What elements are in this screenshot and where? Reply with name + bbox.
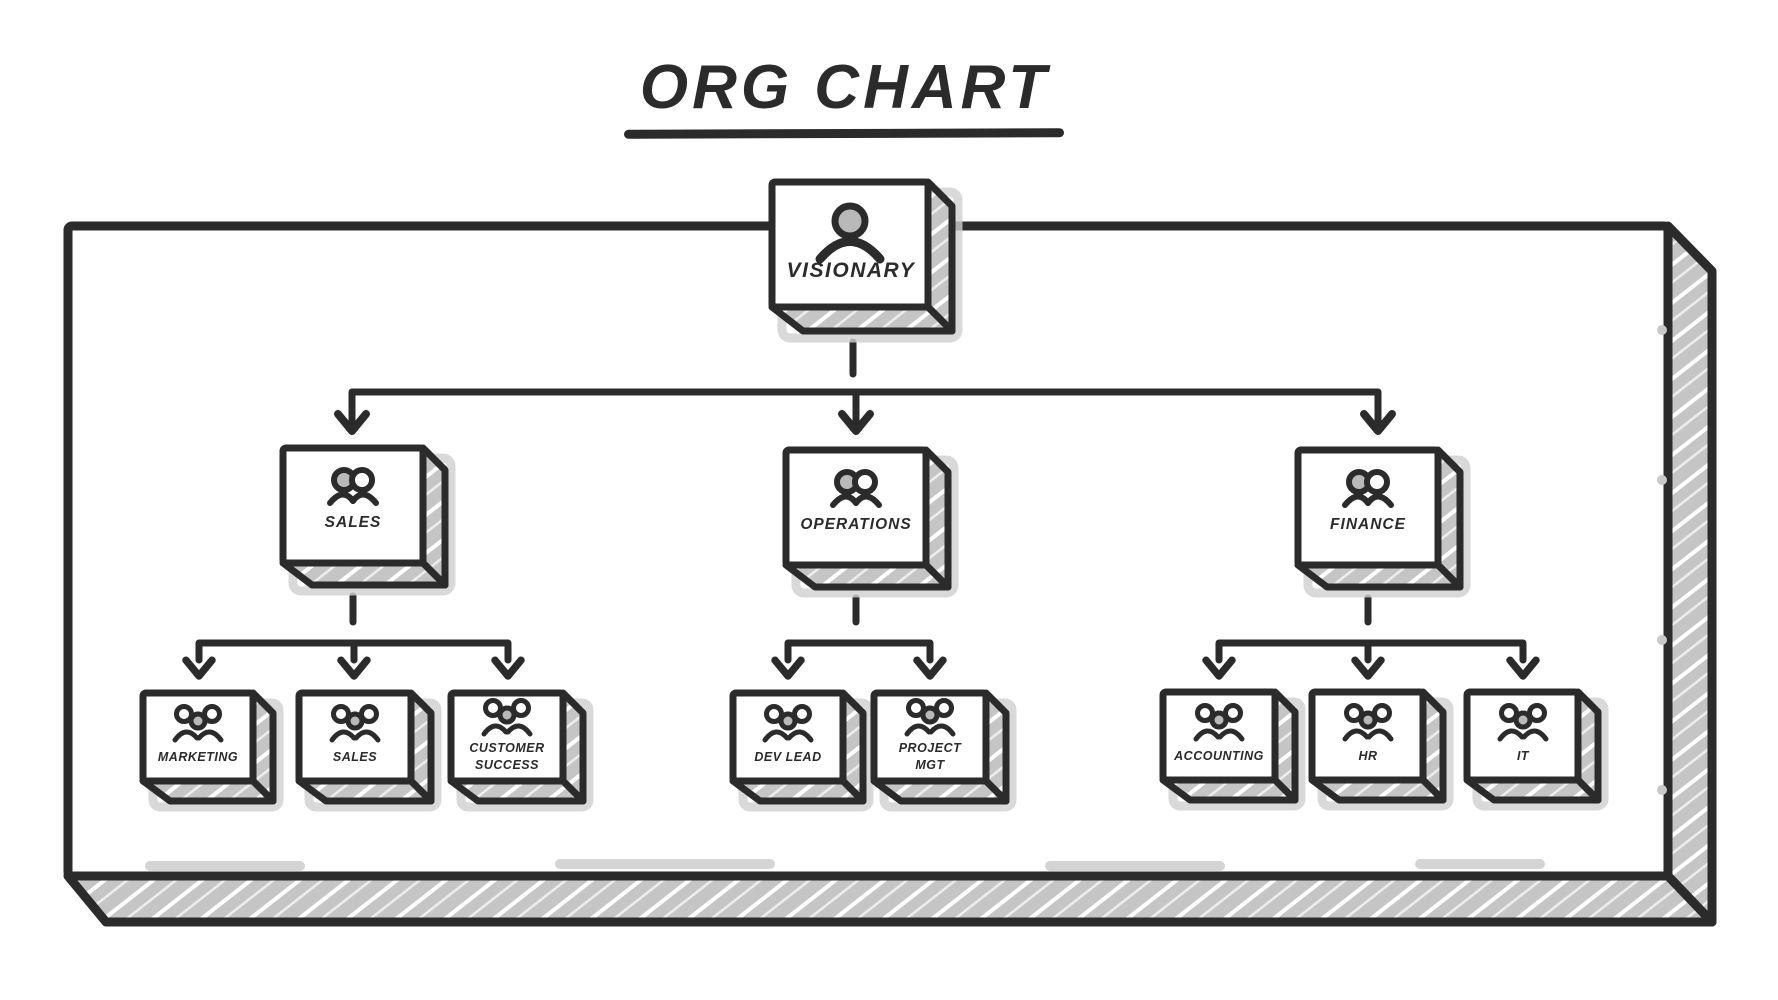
- node-it[interactable]: IT: [1463, 688, 1609, 811]
- node-marketing[interactable]: Marketing: [139, 689, 284, 812]
- container-right-panel: [1663, 221, 1717, 927]
- node-label-line1: Customer: [469, 741, 544, 755]
- people-icon: [833, 472, 879, 505]
- node-label: HR: [1358, 749, 1377, 763]
- people-icon: [1345, 472, 1391, 505]
- node-label: Accounting: [1173, 749, 1264, 763]
- node-label-line2: Mgt: [915, 758, 945, 772]
- people-icon: [330, 470, 376, 503]
- title-underline: [624, 128, 1065, 139]
- node-label-line2: Success: [475, 758, 539, 772]
- node-label: Sales: [325, 514, 382, 531]
- title-block: Org Chart: [624, 53, 1065, 139]
- node-label: Dev Lead: [754, 750, 821, 764]
- node-front-face: [447, 689, 567, 785]
- node-label: Finance: [1330, 516, 1406, 533]
- node-finance[interactable]: Finance: [1294, 446, 1471, 598]
- node-label: Marketing: [158, 750, 238, 764]
- diagram-title: Org Chart: [640, 53, 1051, 122]
- node-front-face: [1294, 446, 1442, 569]
- container-bottom-panel: [63, 871, 1717, 927]
- node-hr[interactable]: HR: [1308, 688, 1454, 811]
- node-label: Visionary: [787, 259, 916, 282]
- node-sales-team[interactable]: Sales: [295, 689, 442, 812]
- node-operations[interactable]: Operations: [782, 446, 959, 598]
- node-visionary[interactable]: Visionary: [768, 178, 963, 343]
- node-label: Sales: [333, 750, 377, 764]
- node-customer-success[interactable]: Customer Success: [447, 689, 594, 812]
- connector-sales-to-teams: [186, 592, 521, 676]
- node-accounting[interactable]: Accounting: [1159, 688, 1306, 811]
- node-dev-lead[interactable]: Dev Lead: [729, 689, 874, 812]
- connector-root-to-departments: [338, 338, 1392, 431]
- sketch-smudges: [145, 325, 1667, 871]
- node-bottom-panel: [768, 303, 956, 335]
- connector-finance-to-teams: [1206, 594, 1536, 676]
- node-front-face: [279, 444, 427, 567]
- node-front-face: [870, 689, 990, 785]
- node-sales[interactable]: Sales: [279, 444, 456, 596]
- node-label-line1: Project: [899, 741, 962, 755]
- node-front-face: [782, 446, 930, 569]
- connector-operations-to-teams: [775, 594, 943, 676]
- node-project-mgt[interactable]: Project Mgt: [870, 689, 1017, 812]
- node-label: Operations: [800, 516, 911, 533]
- node-label: IT: [1517, 749, 1530, 763]
